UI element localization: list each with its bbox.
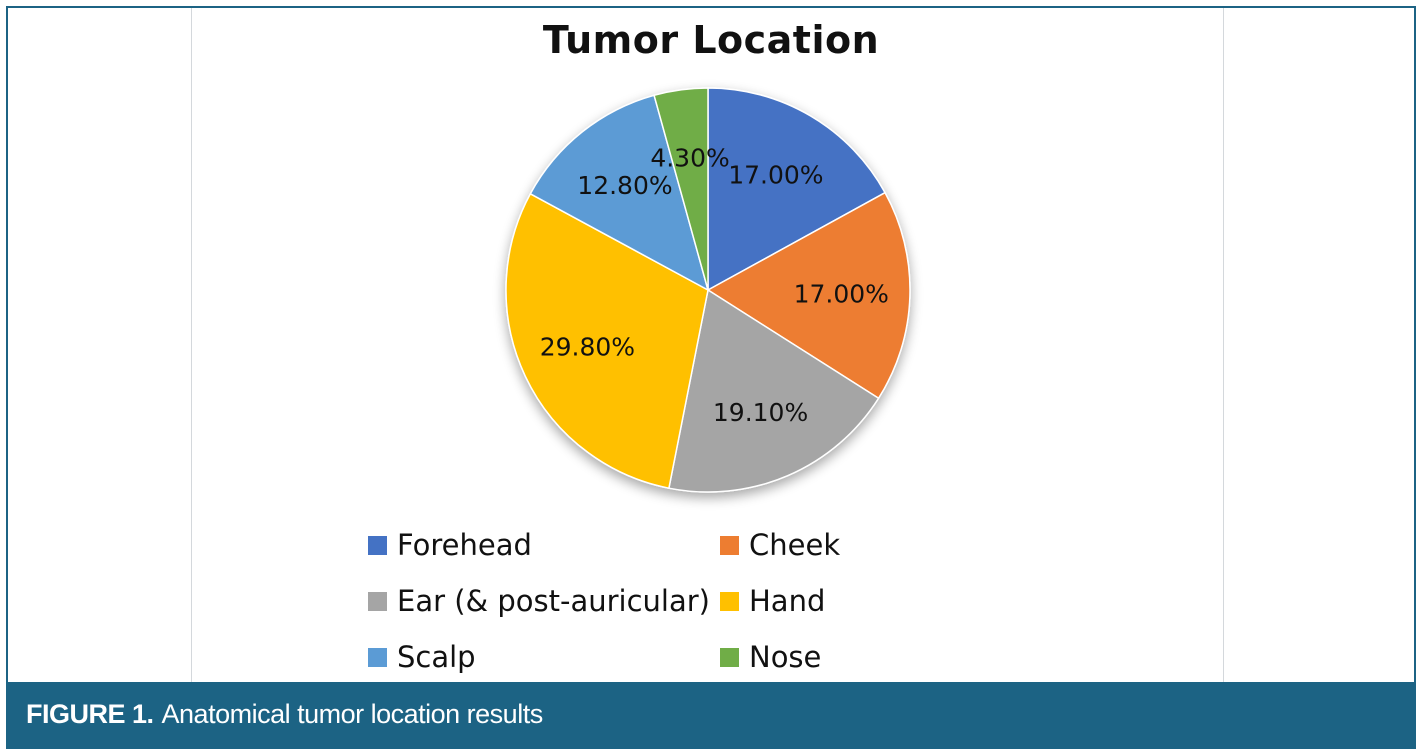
data-label-scalp: 12.80% — [577, 171, 672, 200]
figure-frame: Tumor Location 17.00%17.00%19.10%29.80%1… — [6, 6, 1416, 749]
pie-chart: 17.00% 17.00% 19.10% 29.80% 12.80%4.30% — [505, 87, 911, 493]
legend-label: Nose — [749, 640, 822, 674]
legend-swatch — [368, 647, 387, 667]
pie-slice-ear-post-auricular — [668, 288, 880, 493]
legend-label: Ear (& post-auricular) — [397, 584, 710, 618]
pie-slice-nose — [653, 87, 709, 291]
legend-item-nose: Nose — [720, 640, 821, 674]
legend-swatch — [720, 591, 739, 611]
caption-label: FIGURE 1. — [26, 699, 154, 729]
legend-label: Forehead — [397, 528, 532, 562]
data-label-hand: 29.80% — [540, 332, 635, 361]
chart-title: Tumor Location — [542, 18, 880, 62]
legend-label: Scalp — [397, 640, 476, 674]
legend-item-cheek: Cheek — [720, 528, 840, 562]
legend-label: Hand — [749, 584, 826, 618]
pie-slice-cheek — [706, 191, 911, 400]
legend-item-hand: Hand — [720, 584, 825, 618]
legend-swatch — [720, 647, 739, 667]
legend-swatch — [368, 591, 387, 611]
legend-label: Cheek — [749, 528, 841, 562]
data-label-nose: 4.30% — [650, 143, 729, 172]
data-label-forehead: 17.00% — [728, 161, 823, 190]
legend-swatch — [720, 535, 739, 555]
legend-swatch — [368, 535, 387, 555]
data-label-ear-post-auricular: 19.10% — [713, 398, 808, 427]
legend-item-scalp: Scalp — [368, 640, 476, 674]
data-label-cheek: 17.00% — [794, 280, 889, 309]
pie-slice-forehead — [707, 87, 887, 292]
legend-item-forehead: Forehead — [368, 528, 532, 562]
caption-text: Anatomical tumor location results — [161, 699, 544, 729]
frame-divider-right — [1223, 8, 1224, 684]
pie-slice-hand — [505, 192, 709, 490]
pie-slice-scalp — [529, 94, 710, 292]
frame-divider-left — [191, 8, 192, 684]
caption-bar: FIGURE 1. Anatomical tumor location resu… — [8, 682, 1414, 747]
legend-item-ear-post-auricular: Ear (& post-auricular) — [368, 584, 710, 618]
